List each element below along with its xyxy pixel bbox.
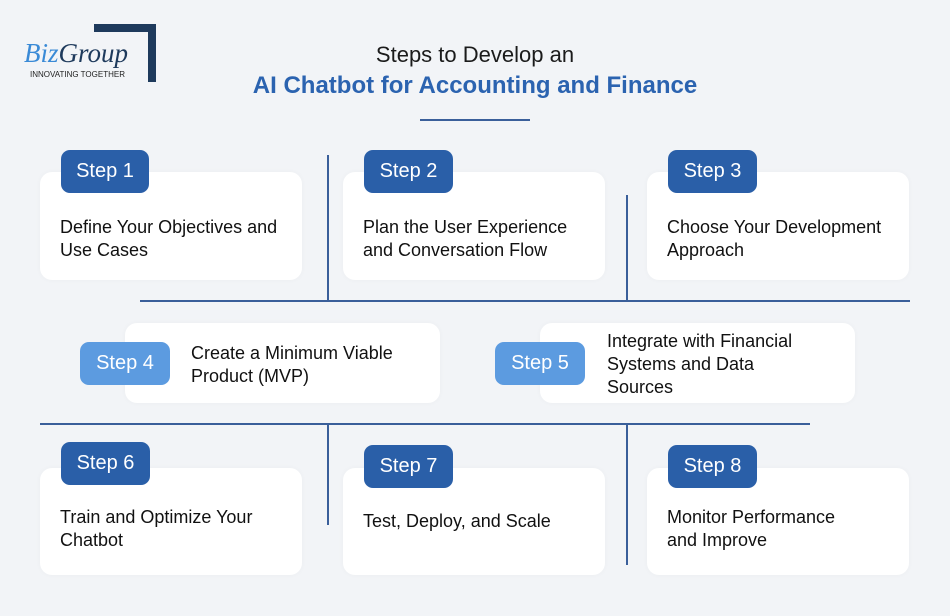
- step-text-1: Define Your Objectives and Use Cases: [60, 217, 278, 260]
- title-line-2: AI Chatbot for Accounting and Finance: [252, 72, 698, 99]
- step-badge-3: Step 3: [668, 150, 757, 193]
- connector-line: [626, 195, 628, 301]
- step-badge-7: Step 7: [364, 445, 453, 488]
- connector-line: [40, 423, 810, 425]
- step-text-3: Choose Your Development Approach: [667, 217, 882, 260]
- step-text-2: Plan the User Experience and Conversatio…: [363, 217, 568, 260]
- connector-line: [140, 300, 910, 302]
- connector-line: [626, 423, 628, 565]
- step-text-5: Integrate with Financial Systems and Dat…: [607, 331, 793, 397]
- step-card-5: [540, 323, 855, 403]
- step-badge-8: Step 8: [668, 445, 757, 488]
- step-badge-4: Step 4: [80, 342, 170, 385]
- step-badge-1: Step 1: [61, 150, 149, 193]
- title-underline: [420, 119, 530, 121]
- step-badge-2: Step 2: [364, 150, 453, 193]
- step-badge-6: Step 6: [61, 442, 150, 485]
- connector-line: [327, 155, 329, 301]
- step-text-8: Monitor Performance and Improve: [667, 507, 836, 550]
- step-badge-5: Step 5: [495, 342, 585, 385]
- connector-line: [327, 423, 329, 525]
- step-card-6: [40, 468, 302, 575]
- step-text-4: Create a Minimum Viable Product (MVP): [191, 343, 393, 386]
- step-card-4: [125, 323, 440, 403]
- title-line-1: Steps to Develop an: [375, 42, 575, 67]
- step-text-6: Train and Optimize Your Chatbot: [60, 507, 253, 550]
- step-text-7: Test, Deploy, and Scale: [363, 511, 551, 531]
